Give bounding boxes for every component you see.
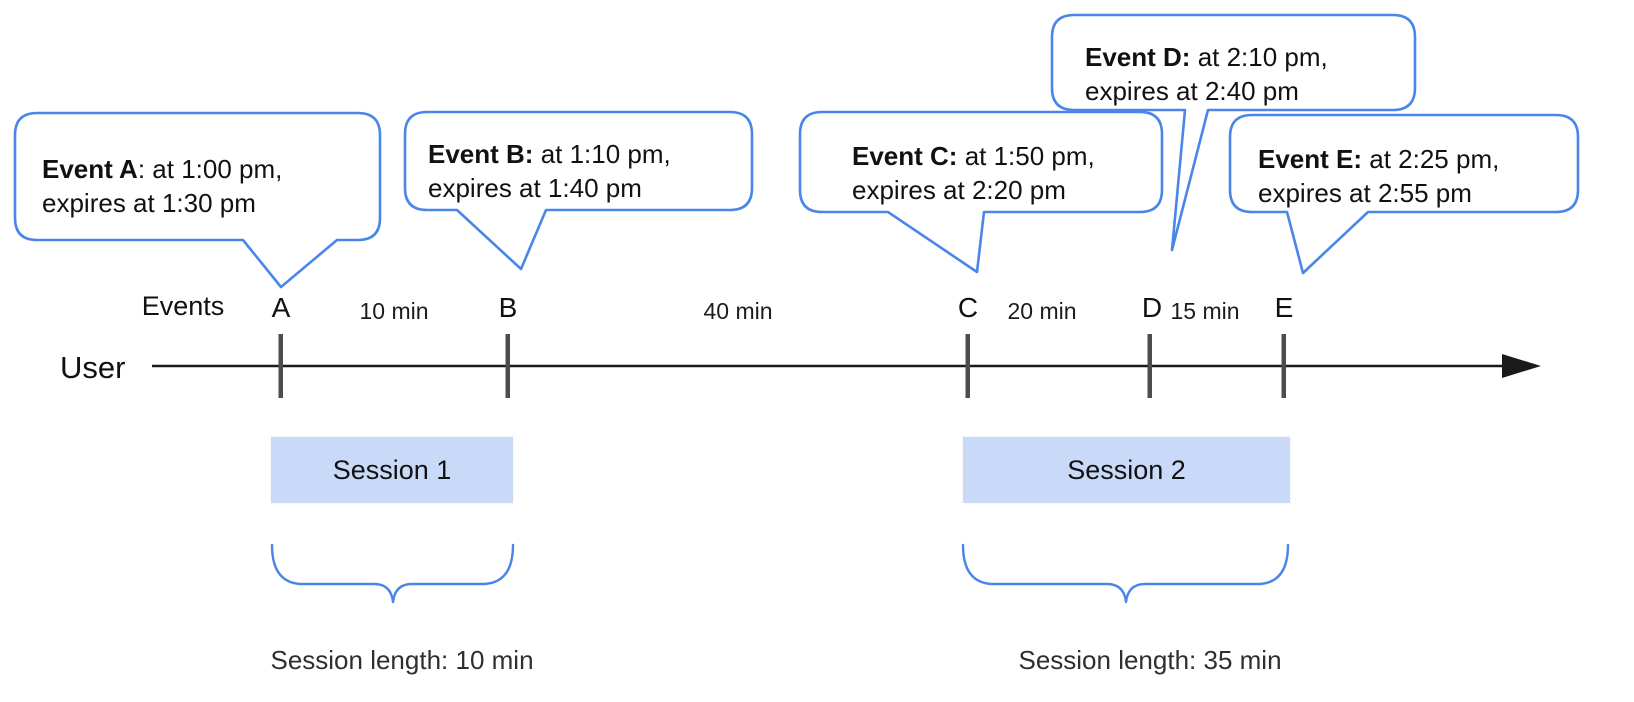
callout-bubble-event-b — [403, 110, 754, 271]
tick-label-a: A — [271, 292, 291, 323]
callout-text-event-a: Event A: at 1:00 pm, expires at 1:30 pm — [42, 152, 282, 220]
tick-e — [1281, 334, 1286, 398]
session-1-brace — [270, 543, 515, 604]
callout-line-1: Event E: at 2:25 pm, — [1258, 144, 1500, 174]
gap-label-c-d: 20 min — [1007, 298, 1077, 324]
callout-line-1: Event C: at 1:50 pm, — [852, 141, 1095, 171]
tick-label-d: D — [1141, 292, 1163, 323]
callout-text-event-c: Event C: at 1:50 pm, expires at 2:20 pm — [852, 139, 1095, 207]
session-2-brace — [961, 543, 1290, 604]
callout-line-2: expires at 2:40 pm — [1085, 76, 1299, 106]
tick-a — [278, 334, 283, 398]
tick-b — [505, 334, 510, 398]
callout-bubble-event-a — [13, 111, 382, 289]
session-2-length-label: Session length: 35 min — [1018, 645, 1282, 675]
timeline-arrowhead-icon — [1502, 354, 1541, 378]
callout-line-2: expires at 1:40 pm — [428, 173, 642, 203]
tick-c — [965, 334, 970, 398]
session-2-label: Session 2 — [1067, 454, 1186, 485]
callout-line-2: expires at 2:55 pm — [1258, 178, 1472, 208]
events-axis-label: Events — [141, 291, 225, 321]
callout-line-1: Event D: at 2:10 pm, — [1085, 42, 1328, 72]
callout-bubble-event-c — [798, 110, 1164, 274]
callout-text-event-d: Event D: at 2:10 pm, expires at 2:40 pm — [1085, 40, 1328, 108]
tick-d — [1147, 334, 1152, 398]
callout-line-1: Event A: at 1:00 pm, — [42, 154, 283, 184]
session-2-box — [962, 436, 1291, 504]
tick-label-b: B — [498, 292, 518, 323]
gap-label-d-e: 15 min — [1170, 298, 1240, 324]
callout-line-2: expires at 2:20 pm — [852, 175, 1066, 205]
callout-line-1: Event B: at 1:10 pm, — [428, 139, 671, 169]
session-1-label: Session 1 — [332, 454, 452, 485]
callout-text-event-e: Event E: at 2:25 pm, expires at 2:55 pm — [1258, 142, 1499, 210]
callout-bubble-event-e — [1228, 113, 1580, 275]
session-1-box — [270, 436, 514, 504]
tick-label-e: E — [1274, 292, 1294, 323]
user-axis-label: User — [60, 350, 126, 385]
callout-text-event-b: Event B: at 1:10 pm, expires at 1:40 pm — [428, 137, 671, 205]
tick-label-c: C — [957, 292, 979, 323]
gap-label-b-c: 40 min — [703, 298, 773, 324]
gap-label-a-b: 10 min — [359, 298, 429, 324]
callout-line-2: expires at 1:30 pm — [42, 188, 256, 218]
session-1-length-label: Session length: 10 min — [270, 645, 534, 675]
callout-bubble-event-d — [1050, 13, 1417, 252]
